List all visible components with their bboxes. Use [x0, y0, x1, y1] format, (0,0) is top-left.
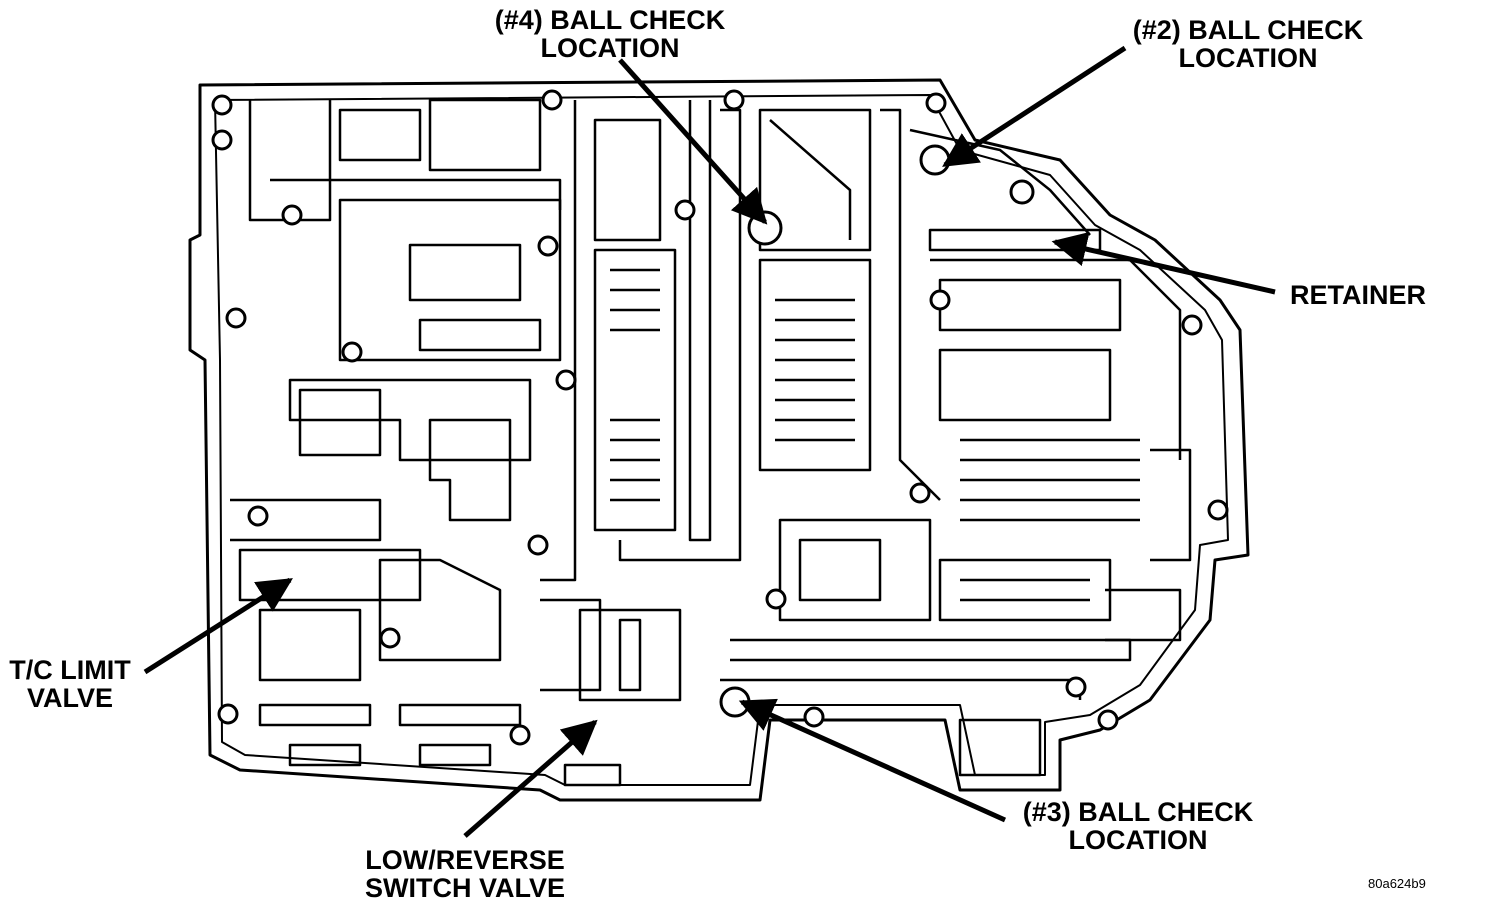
arrow-ball-check-2 — [942, 45, 1127, 168]
label-retainer-line1: RETAINER — [1289, 280, 1426, 310]
label-tc-limit-valve: T/C LIMIT VALVE — [0, 656, 140, 712]
bolt-hole — [765, 588, 787, 610]
bolt-hole — [723, 89, 745, 111]
label-ball-check-4-line1: (#4) BALL CHECK — [494, 5, 726, 35]
label-ball-check-4-line2: LOCATION — [540, 33, 680, 63]
bolt-hole — [803, 706, 825, 728]
bolt-hole — [225, 307, 247, 329]
arrow-ball-check-3 — [738, 698, 1007, 823]
bolt-hole — [341, 341, 363, 363]
label-ball-check-4: (#4) BALL CHECK LOCATION — [470, 6, 750, 62]
label-ball-check-2: (#2) BALL CHECK LOCATION — [1108, 16, 1388, 72]
bolt-hole — [1065, 676, 1087, 698]
arrow-low-reverse — [463, 719, 598, 838]
label-ball-check-2-line2: LOCATION — [1178, 43, 1318, 73]
bolt-hole — [281, 204, 303, 226]
label-low-reverse-line1: LOW/REVERSE — [365, 845, 565, 875]
label-ball-check-3: (#3) BALL CHECK LOCATION — [998, 798, 1278, 854]
bolt-hole — [527, 534, 549, 556]
label-retainer: RETAINER — [1278, 281, 1438, 309]
label-ball-check-3-line2: LOCATION — [1068, 825, 1208, 855]
bolt-hole — [211, 94, 233, 116]
bolt-hole — [929, 289, 951, 311]
bolt-hole — [247, 505, 269, 527]
bolt-hole — [379, 627, 401, 649]
ball-check-2-pocket — [919, 144, 951, 176]
figure-code: 80a624b9 — [1368, 876, 1426, 891]
label-ball-check-3-line1: (#3) BALL CHECK — [1022, 797, 1254, 827]
bolt-hole — [1207, 499, 1229, 521]
label-low-reverse-line2: SWITCH VALVE — [365, 873, 565, 903]
bolt-hole — [1009, 179, 1035, 205]
label-tc-limit-line2: VALVE — [26, 683, 113, 713]
arrow-tc-limit — [143, 577, 293, 675]
casting-outline — [188, 78, 1250, 802]
bolt-hole — [1181, 314, 1203, 336]
casting-inner-outline — [214, 94, 1229, 786]
label-ball-check-2-line1: (#2) BALL CHECK — [1132, 15, 1364, 45]
label-tc-limit-line1: T/C LIMIT — [9, 655, 131, 685]
arrow-ball-check-4 — [618, 58, 768, 225]
ball-check-4-pocket — [747, 210, 783, 246]
bolt-hole — [537, 235, 559, 257]
label-low-reverse-switch-valve: LOW/REVERSE SWITCH VALVE — [335, 846, 595, 902]
bolt-hole — [555, 369, 577, 391]
bolt-hole — [674, 199, 696, 221]
bolt-hole — [909, 482, 931, 504]
bolt-hole — [509, 724, 531, 746]
arrow-retainer — [1051, 231, 1276, 295]
bolt-hole — [1097, 709, 1119, 731]
bolt-hole — [211, 129, 233, 151]
bolt-hole — [217, 703, 239, 725]
bolt-hole — [541, 89, 563, 111]
bolt-hole — [925, 92, 947, 114]
